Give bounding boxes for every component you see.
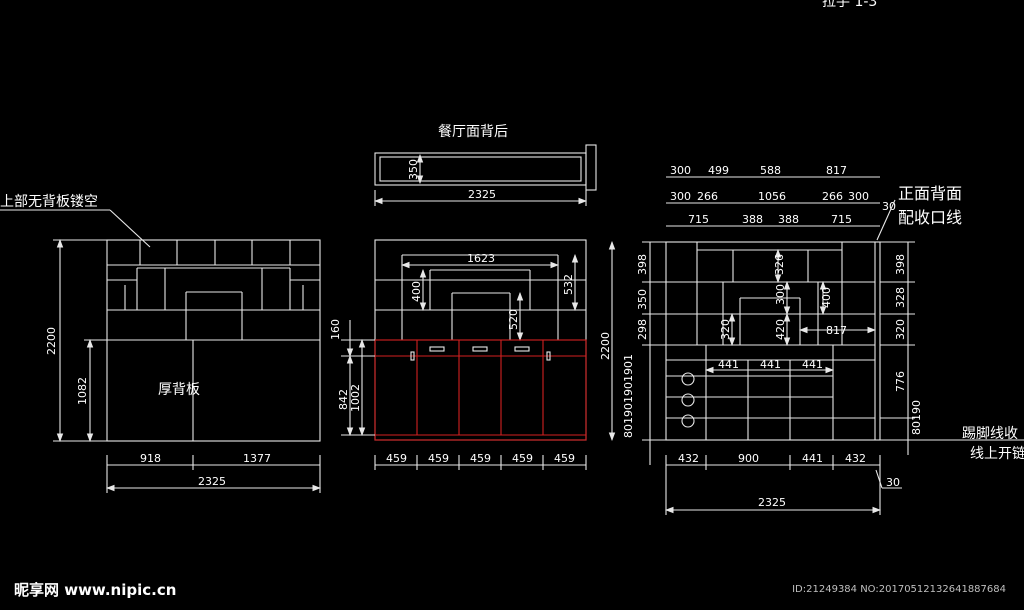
- right-bottom-extra: 30: [886, 476, 900, 489]
- top-view-depth: 350: [407, 159, 420, 180]
- right-row1-dim-1: 300: [670, 164, 691, 177]
- left-panel-note: 厚背板: [158, 382, 200, 398]
- watermark-id: ID:21249384 NO:20170512132641887684: [792, 584, 1006, 595]
- watermark-site: 昵享网 www.nipic.cn: [14, 581, 177, 599]
- right-row2-dim-1: 300: [670, 190, 691, 203]
- right-row2-dim-4: 266: [822, 190, 843, 203]
- right-right-776: 776: [894, 371, 907, 392]
- left-bottom-dim-2: 1377: [243, 452, 271, 465]
- middle-bottom-dim-1: 459: [386, 452, 407, 465]
- middle-bottom-dim-3: 459: [470, 452, 491, 465]
- right-note-2: 配收口线: [898, 208, 962, 227]
- middle-bottom-dim-4: 459: [512, 452, 533, 465]
- middle-dim-400: 400: [410, 281, 423, 302]
- middle-bottom-dim-2: 459: [428, 452, 449, 465]
- top-view: 餐厅面背后 350 2325: [373, 124, 597, 206]
- middle-dim-160: 160: [329, 319, 342, 340]
- right-row1-dim-2: 499: [708, 164, 729, 177]
- right-right-80190: 80190: [910, 400, 923, 435]
- right-row1-dim-3: 588: [760, 164, 781, 177]
- middle-elevation: 1623 400 532 520 160 842 1002: [329, 239, 587, 470]
- left-lower-dim: 1082: [76, 377, 89, 405]
- right-row2-dim-3: 1056: [758, 190, 786, 203]
- left-top-note: 上部无背板镂空: [0, 194, 98, 210]
- right-bottom-dim-3: 441: [802, 452, 823, 465]
- middle-bottom-dim-5: 459: [554, 452, 575, 465]
- right-drawer-dim-2: 441: [760, 358, 781, 371]
- right-total-dim: 2325: [758, 496, 786, 509]
- right-extra-dim: 30: [882, 200, 896, 213]
- right-bottom-dim-2: 900: [738, 452, 759, 465]
- middle-dim-520: 520: [507, 309, 520, 330]
- top-view-width: 2325: [468, 188, 496, 201]
- right-left-398: 398: [636, 254, 649, 275]
- right-inner-300: 300: [774, 284, 787, 305]
- right-row2-dim-5: 300: [848, 190, 869, 203]
- right-row3-dim-2: 388: [742, 213, 763, 226]
- right-right-320: 320: [894, 319, 907, 340]
- right-elevation: 300 499 588 817 300 266 1056 266 300 715…: [599, 164, 1024, 515]
- middle-inner-width: 1623: [467, 252, 495, 265]
- right-drawer-dim-1: 441: [718, 358, 739, 371]
- right-bottom-dim-4: 432: [845, 452, 866, 465]
- right-inner-817: 817: [826, 324, 847, 337]
- title-fragment: 拉手 1-3: [822, 0, 877, 10]
- left-total-dim: 2325: [198, 475, 226, 488]
- middle-dim-1002: 1002: [349, 384, 362, 412]
- right-left-350: 350: [636, 289, 649, 310]
- right-bottom-dim-1: 432: [678, 452, 699, 465]
- left-bottom-dim-1: 918: [140, 452, 161, 465]
- left-elevation: 上部无背板镂空 厚背板 2200 1082 918 1377 2325: [0, 194, 322, 493]
- right-inner-420: 420: [774, 319, 787, 340]
- right-note-1: 正面背面: [898, 184, 962, 203]
- right-inner-320: 320: [719, 319, 732, 340]
- right-right-328: 328: [894, 287, 907, 308]
- middle-dim-842: 842: [337, 389, 350, 410]
- right-right-398: 398: [894, 254, 907, 275]
- right-left-small: 801901901901: [622, 354, 635, 438]
- top-view-title: 餐厅面背后: [438, 124, 508, 140]
- right-height-dim: 2200: [599, 332, 612, 360]
- right-row3-dim-4: 715: [831, 213, 852, 226]
- right-left-298: 298: [636, 319, 649, 340]
- right-note-4: 线上开链: [970, 446, 1024, 462]
- right-row2-dim-2: 266: [697, 190, 718, 203]
- right-row3-dim-3: 388: [778, 213, 799, 226]
- right-inner-326: 326: [773, 254, 786, 275]
- right-note-3: 踢脚线收: [962, 426, 1018, 442]
- middle-dim-532: 532: [562, 274, 575, 295]
- right-row3-dim-1: 715: [688, 213, 709, 226]
- right-row1-dim-4: 817: [826, 164, 847, 177]
- right-drawer-dim-3: 441: [802, 358, 823, 371]
- right-inner-400: 400: [820, 287, 833, 308]
- left-height-dim: 2200: [45, 327, 58, 355]
